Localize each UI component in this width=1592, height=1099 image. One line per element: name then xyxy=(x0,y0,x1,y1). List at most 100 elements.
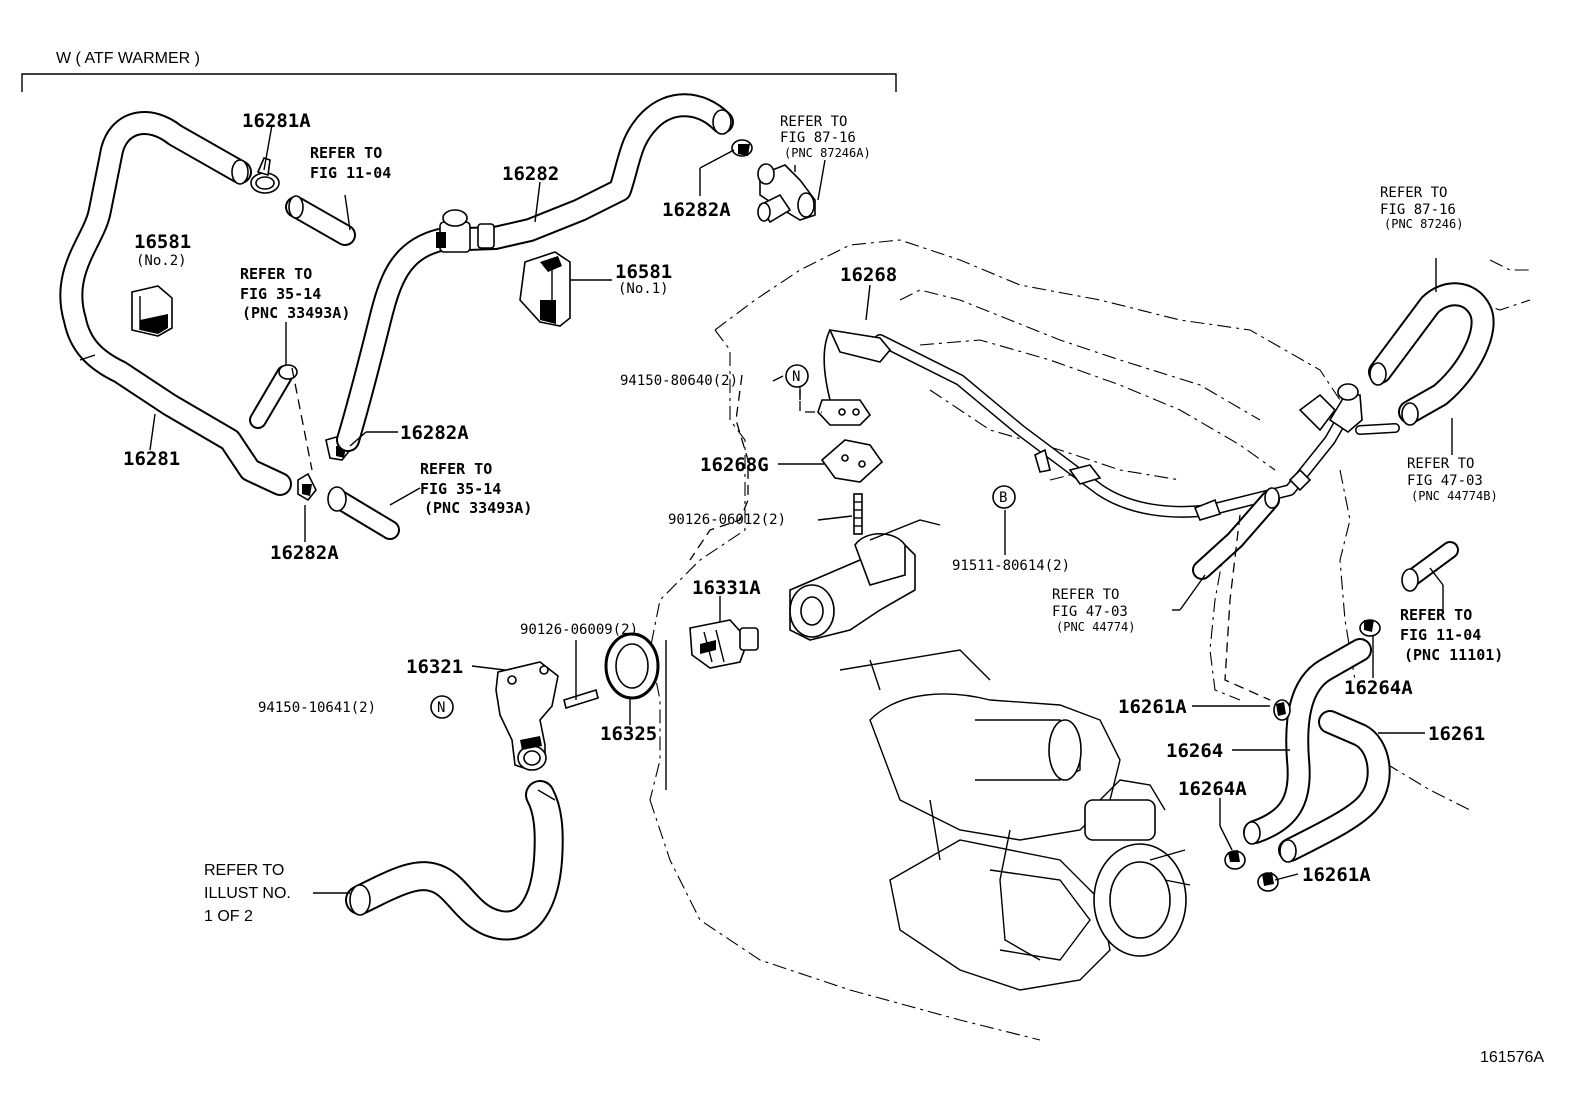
ref-87-16-b-line3: (PNC 87246) xyxy=(1384,217,1463,231)
ref-illust-line2: ILLUST NO. xyxy=(204,885,291,902)
ref-11-04-a: REFER TO FIG 11-04 xyxy=(310,144,391,182)
hose-87246 xyxy=(1368,282,1495,426)
clamp-16264A-top xyxy=(1359,619,1381,637)
label-16282A-mid: 16282A xyxy=(400,422,469,444)
marker-n-lower-letter: N xyxy=(437,700,445,716)
ref-47-03-line1: REFER TO xyxy=(1052,587,1119,603)
ref-47-03-line3: (PNC 44774) xyxy=(1056,620,1135,634)
label-16261A-top: 16261A xyxy=(1118,696,1187,718)
hose-16261 xyxy=(1278,710,1391,863)
ref-35-14-b-line2: FIG 35-14 xyxy=(420,480,501,498)
label-16261A-low: 16261A xyxy=(1302,864,1371,886)
clamp-16282A-top xyxy=(731,139,753,157)
clamp-16264A-low xyxy=(1224,850,1246,870)
marker-b xyxy=(992,485,1016,509)
label-90126-06012: 90126-06012(2) xyxy=(668,512,786,528)
label-90126-06009: 90126-06009(2) xyxy=(520,622,638,638)
ref-35-14-a-line3: (PNC 33493A) xyxy=(242,304,350,322)
ref-87-16-a-line1: REFER TO xyxy=(780,114,847,130)
label-16581-no2: 16581 xyxy=(134,231,191,253)
figure-id: 161576A xyxy=(1480,1049,1544,1066)
marker-n-lower xyxy=(430,695,454,719)
gasket-16325 xyxy=(604,632,660,700)
ref-35-14-a-line2: FIG 35-14 xyxy=(240,285,321,303)
label-16264A-top: 16264A xyxy=(1344,677,1413,699)
ref-illust: REFER TO ILLUST NO. 1 OF 2 xyxy=(204,862,291,925)
ref-11-04-a-line2: FIG 11-04 xyxy=(310,164,391,182)
label-16581-no1: 16581 xyxy=(615,261,672,283)
marker-b-letter: B xyxy=(999,490,1007,506)
label-16325: 16325 xyxy=(600,723,657,745)
stud-90126-06009 xyxy=(563,688,599,710)
water-pump-assembly xyxy=(839,649,1191,991)
label-16281A: 16281A xyxy=(242,110,311,132)
section-bracket xyxy=(21,73,897,92)
label-16331A: 16331A xyxy=(692,577,761,599)
water-inlet-16321 xyxy=(495,661,559,771)
fitting-35-14-lower xyxy=(327,486,400,540)
label-16282: 16282 xyxy=(502,163,559,185)
ref-87-16-b: REFER TO FIG 87-16 (PNC 87246) xyxy=(1380,185,1463,231)
stud-90126-06012 xyxy=(853,493,863,535)
ref-11-04-b: REFER TO FIG 11-04 (PNC 11101) xyxy=(1400,606,1503,664)
ref-87-16-b-line1: REFER TO xyxy=(1380,185,1447,201)
ref-illust-line1: REFER TO xyxy=(204,862,284,879)
label-94150-10641: 94150-10641(2) xyxy=(258,700,376,716)
label-16264A-low: 16264A xyxy=(1178,778,1247,800)
leader-lines xyxy=(149,124,1453,894)
ref-47-03: REFER TO FIG 47-03 (PNC 44774) xyxy=(1052,587,1135,634)
ref-47-03-b-line1: REFER TO xyxy=(1407,456,1474,472)
pipe-16268 xyxy=(817,328,1400,521)
hose-16264 xyxy=(1243,638,1372,845)
label-16281: 16281 xyxy=(123,448,180,470)
ref-87-16-b-line2: FIG 87-16 xyxy=(1380,202,1456,218)
ref-35-14-b-line1: REFER TO xyxy=(420,460,492,478)
hose-lower-illust xyxy=(345,780,564,941)
ref-47-03-b-line3: (PNC 44774B) xyxy=(1411,489,1498,503)
ref-87-16-a: REFER TO FIG 87-16 (PNC 87246A) xyxy=(780,114,871,160)
bracket-16581-no1 xyxy=(519,251,571,327)
ref-47-03-b-line2: FIG 47-03 xyxy=(1407,473,1483,489)
fitting-35-14-upper xyxy=(249,364,298,429)
hose-44774 xyxy=(1192,487,1280,580)
pipe-fig-11-04 xyxy=(285,195,356,246)
label-16268G: 16268G xyxy=(700,454,769,476)
ref-11-04-b-line2: FIG 11-04 xyxy=(1400,626,1481,644)
thermostat-housing xyxy=(789,519,941,641)
pipe-11101 xyxy=(1401,541,1459,592)
label-16264: 16264 xyxy=(1166,740,1223,762)
label-16268: 16268 xyxy=(840,264,897,286)
bracket-16581-no2 xyxy=(131,285,173,337)
hose-16281 xyxy=(59,111,292,496)
engine-block-outline xyxy=(649,239,1531,1041)
ref-11-04-b-line3: (PNC 11101) xyxy=(1404,646,1503,664)
ref-87-16-a-line3: (PNC 87246A) xyxy=(784,146,871,160)
label-16261: 16261 xyxy=(1428,723,1485,745)
ref-illust-line3: 1 OF 2 xyxy=(204,908,253,925)
label-94150-80640: 94150-80640(2) xyxy=(620,373,738,389)
label-16282A-top: 16282A xyxy=(662,199,731,221)
label-16321: 16321 xyxy=(406,656,463,678)
ref-35-14-b-line3: (PNC 33493A) xyxy=(424,499,532,517)
ref-47-03-b: REFER TO FIG 47-03 (PNC 44774B) xyxy=(1407,456,1498,503)
ref-35-14-a: REFER TO FIG 35-14 (PNC 33493A) xyxy=(240,265,350,322)
tee-fitting xyxy=(436,209,495,253)
label-16581-no1-sub: (No.1) xyxy=(618,281,669,297)
label-16581-no2-sub: (No.2) xyxy=(136,253,187,269)
valve-87246A xyxy=(757,163,816,224)
gasket-16268G xyxy=(820,439,884,483)
clamp-16261A-top xyxy=(1273,699,1291,721)
label-16282A-low: 16282A xyxy=(270,542,339,564)
ref-47-03-line2: FIG 47-03 xyxy=(1052,604,1128,620)
thermostat-16331A xyxy=(689,619,759,669)
ref-11-04-a-line1: REFER TO xyxy=(310,144,382,162)
ref-35-14-a-line1: REFER TO xyxy=(240,265,312,283)
marker-n-upper-letter: N xyxy=(792,369,800,385)
clamp-16281A xyxy=(250,157,280,194)
ref-11-04-b-line1: REFER TO xyxy=(1400,606,1472,624)
label-91511-80614: 91511-80614(2) xyxy=(952,558,1070,574)
section-title: W ( ATF WARMER ) xyxy=(56,50,200,67)
clamp-16282A-low xyxy=(297,472,317,502)
marker-n-upper xyxy=(785,364,809,388)
